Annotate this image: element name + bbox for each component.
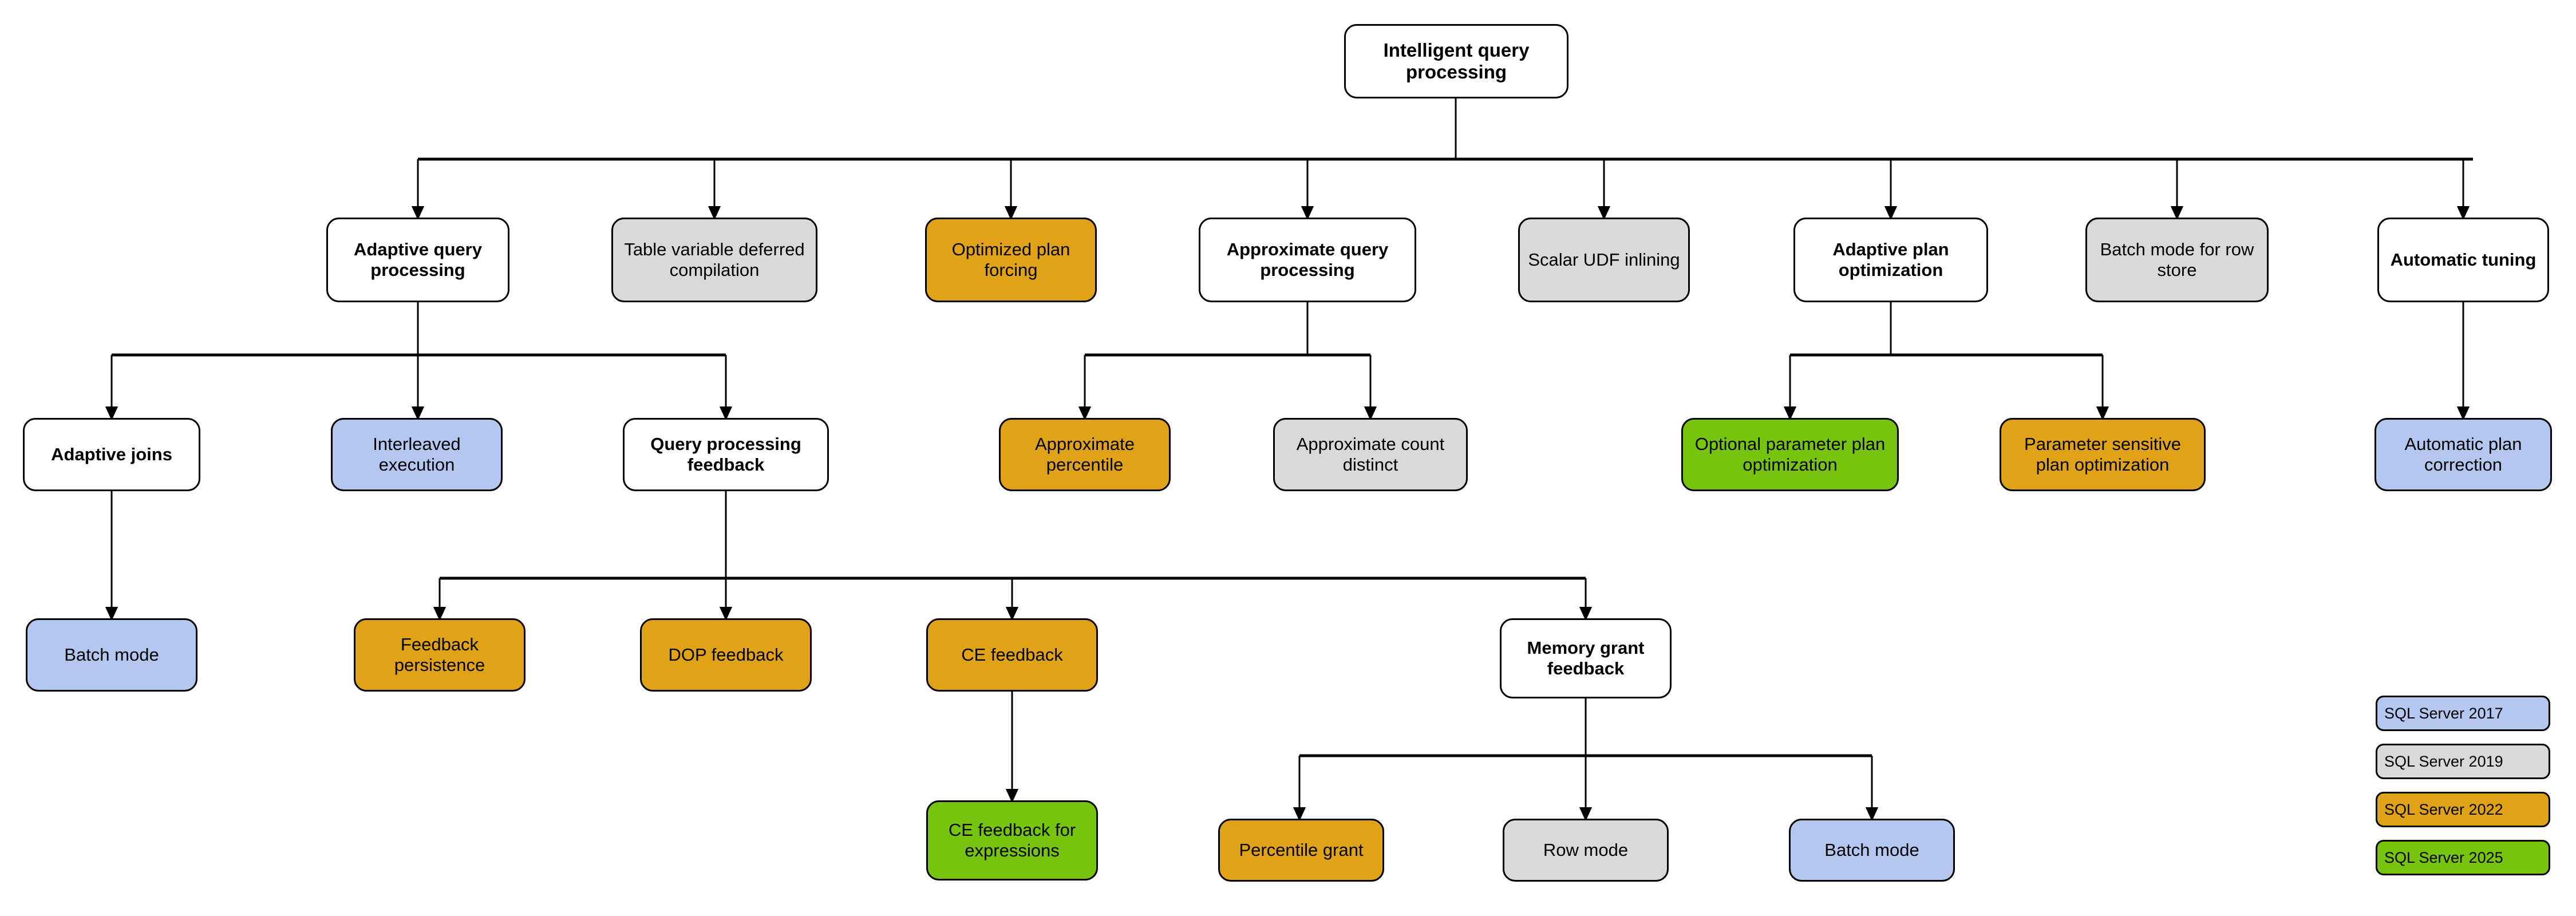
node-intelligent-query-processing[interactable]: Intelligent query processing	[1344, 24, 1568, 98]
node-table-variable-deferred-compilation[interactable]: Table variable deferred compilation	[611, 218, 817, 302]
node-label: Memory grant feedback	[1527, 638, 1645, 678]
edge-group-approximate-query-processing	[1078, 302, 1377, 421]
node-ce-feedback[interactable]: CE feedback	[926, 618, 1098, 692]
node-label: Intelligent query processing	[1383, 39, 1530, 82]
edge-group-root	[411, 98, 2473, 220]
node-adaptive-plan-optimization[interactable]: Adaptive plan optimization	[1793, 218, 1988, 302]
node-dop-feedback[interactable]: DOP feedback	[640, 618, 812, 692]
node-automatic-tuning[interactable]: Automatic tuning	[2377, 218, 2549, 302]
node-label: Approximate count distinct	[1296, 434, 1445, 475]
legend-label: SQL Server 2022	[2384, 800, 2503, 818]
legend-label: SQL Server 2025	[2384, 848, 2503, 866]
node-label: Batch mode	[1824, 840, 1919, 860]
legend-item-sql-server-2022[interactable]: SQL Server 2022	[2376, 792, 2550, 827]
node-optimized-plan-forcing[interactable]: Optimized plan forcing	[925, 218, 1097, 302]
node-label: CE feedback for expressions	[948, 820, 1076, 860]
node-optional-parameter-plan-optimization[interactable]: Optional parameter plan optimization	[1681, 418, 1899, 491]
node-label: Automatic tuning	[2390, 250, 2537, 270]
node-label: Parameter sensitive plan optimization	[2024, 434, 2181, 475]
node-label: Approximate percentile	[1034, 434, 1135, 475]
node-label: Automatic plan correction	[2404, 434, 2522, 475]
node-query-processing-feedback[interactable]: Query processing feedback	[623, 418, 829, 491]
node-batch-mode-for-row-store[interactable]: Batch mode for row store	[2085, 218, 2269, 302]
node-label: Approximate query processing	[1226, 239, 1389, 280]
node-automatic-plan-correction[interactable]: Automatic plan correction	[2374, 418, 2552, 491]
node-label: Row mode	[1543, 840, 1629, 860]
node-label: DOP feedback	[668, 645, 784, 665]
node-label: Scalar UDF inlining	[1528, 250, 1680, 270]
node-label: Batch mode for row store	[2100, 239, 2254, 280]
node-label: Batch mode	[64, 645, 159, 665]
node-label: CE feedback	[961, 645, 1063, 665]
node-label: Optional parameter plan optimization	[1694, 434, 1886, 475]
node-label: Adaptive plan optimization	[1832, 239, 1949, 280]
node-adaptive-joins[interactable]: Adaptive joins	[23, 418, 200, 491]
edge-group-adaptive-plan-optimization	[1783, 302, 2109, 421]
edge-group-memory-grant-feedback	[1293, 698, 1879, 822]
node-scalar-udf-inlining[interactable]: Scalar UDF inlining	[1518, 218, 1690, 302]
legend-item-sql-server-2025[interactable]: SQL Server 2025	[2376, 840, 2550, 875]
node-parameter-sensitive-plan-optimization[interactable]: Parameter sensitive plan optimization	[2000, 418, 2206, 491]
node-label: Adaptive query processing	[354, 239, 482, 280]
node-label: Table variable deferred compilation	[624, 239, 805, 280]
node-approximate-count-distinct[interactable]: Approximate count distinct	[1273, 418, 1468, 491]
node-adaptive-query-processing[interactable]: Adaptive query processing	[326, 218, 509, 302]
node-label: Feedback persistence	[394, 634, 485, 675]
node-feedback-persistence[interactable]: Feedback persistence	[354, 618, 526, 692]
version-legend: SQL Server 2017 SQL Server 2019 SQL Serv…	[2376, 696, 2565, 879]
node-label: Interleaved execution	[373, 434, 461, 475]
node-row-mode[interactable]: Row mode	[1503, 819, 1669, 882]
legend-item-sql-server-2017[interactable]: SQL Server 2017	[2376, 696, 2550, 731]
legend-item-sql-server-2019[interactable]: SQL Server 2019	[2376, 744, 2550, 779]
node-ce-feedback-for-expressions[interactable]: CE feedback for expressions	[926, 800, 1098, 881]
node-label: Query processing feedback	[650, 434, 801, 475]
node-label: Adaptive joins	[51, 444, 172, 465]
node-label: Percentile grant	[1239, 840, 1364, 860]
legend-label: SQL Server 2019	[2384, 752, 2503, 770]
node-percentile-grant[interactable]: Percentile grant	[1218, 819, 1384, 882]
node-interleaved-execution[interactable]: Interleaved execution	[331, 418, 503, 491]
node-label: Optimized plan forcing	[951, 239, 1070, 280]
node-batch-mode-memory-grant[interactable]: Batch mode	[1789, 819, 1955, 882]
node-memory-grant-feedback[interactable]: Memory grant feedback	[1500, 618, 1672, 698]
node-batch-mode-adaptive-joins[interactable]: Batch mode	[26, 618, 197, 692]
node-approximate-query-processing[interactable]: Approximate query processing	[1199, 218, 1416, 302]
edge-group-query-processing-feedback	[433, 491, 1593, 621]
legend-label: SQL Server 2017	[2384, 704, 2503, 722]
node-approximate-percentile[interactable]: Approximate percentile	[999, 418, 1171, 491]
edge-group-adaptive-query-processing	[105, 302, 733, 421]
